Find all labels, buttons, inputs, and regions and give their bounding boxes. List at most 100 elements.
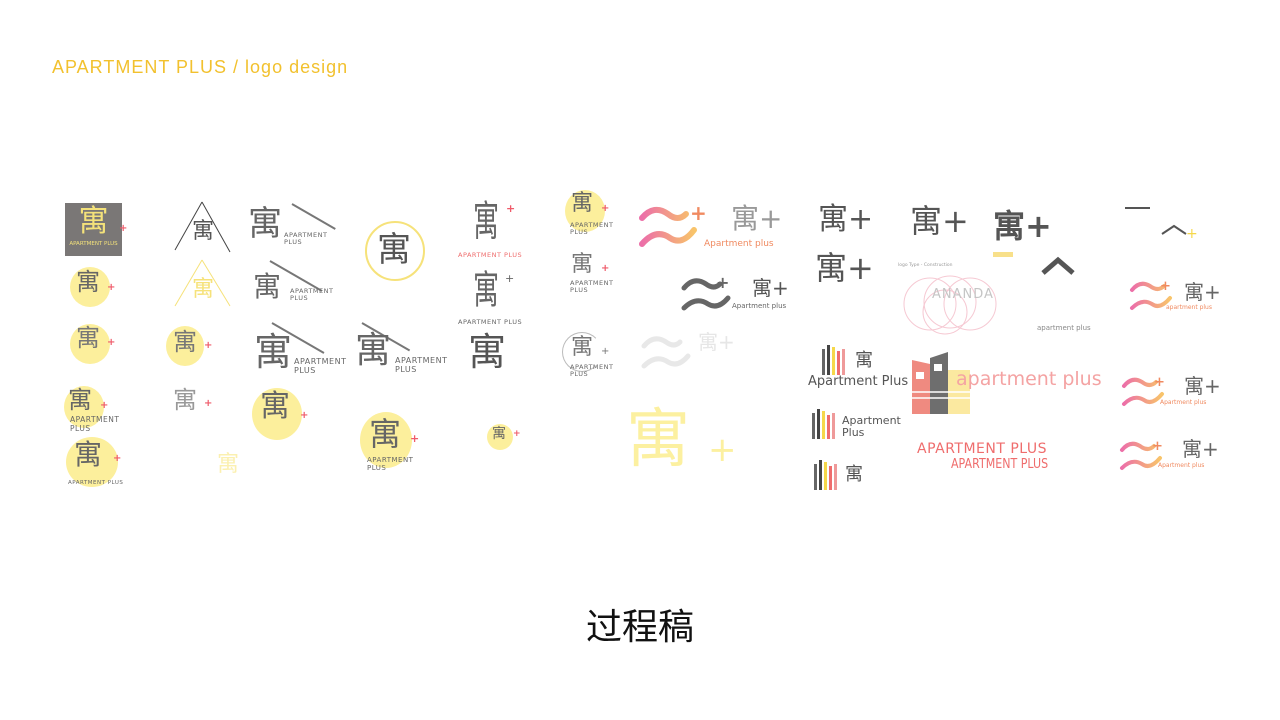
- svg-text:+: +: [1154, 375, 1165, 390]
- logo-char: 寓: [492, 426, 506, 442]
- logo-name: Apartment plus: [1158, 462, 1205, 469]
- logo-name-line2: Plus: [842, 425, 865, 439]
- bar-mark: [814, 460, 837, 490]
- logo-char: 寓: [377, 230, 411, 270]
- logo-char-plus: 寓+: [752, 276, 789, 300]
- plus-mark: +: [506, 202, 516, 215]
- logo-name-line2: PLUS: [570, 370, 589, 379]
- logo-name-line1: APARTMENT: [294, 357, 347, 366]
- svg-text:+: +: [1160, 279, 1171, 294]
- logo-name-line1: APARTMENT: [290, 287, 334, 295]
- logo-char: 寓: [78, 204, 109, 239]
- svg-text:+: +: [1152, 439, 1163, 454]
- logo-name-line1: APARTMENT: [570, 279, 614, 287]
- wave-mark-gray: +: [681, 273, 731, 311]
- logo-name-line1: APARTMENT: [70, 415, 120, 424]
- logo-char: 寓: [571, 335, 594, 360]
- logo-yellow-circle: [64, 386, 104, 428]
- logo-yellow-circle: [66, 437, 118, 487]
- logo-yellow-circle: [70, 324, 110, 364]
- svg-text:+: +: [716, 273, 729, 292]
- caret-mark-partial: +: [1125, 207, 1198, 242]
- wave-mark-pink: +: [1122, 375, 1165, 406]
- wave-mark-faint: [641, 336, 691, 369]
- logo-dark-square: 寓 APARTMENT PLUS: [65, 203, 122, 256]
- svg-text:寓: 寓: [192, 277, 214, 302]
- bar-mark: [822, 345, 845, 375]
- plus-mark: +: [601, 203, 610, 214]
- svg-text:+: +: [690, 201, 707, 225]
- plus-mark: +: [708, 430, 737, 470]
- logo-char-plus: 寓+: [1184, 374, 1221, 398]
- logo-char: 寓: [468, 330, 507, 374]
- logo-name-line2: PLUS: [290, 294, 309, 303]
- logo-char: 寓: [76, 268, 100, 296]
- logo-name-line1: APARTMENT: [570, 221, 614, 229]
- plus-mark: +: [505, 272, 515, 285]
- logo-name-line1: APARTMENT: [367, 456, 414, 464]
- logo-name-line2: PLUS: [70, 423, 91, 433]
- logo-char: 寓: [68, 386, 92, 414]
- logo-circle-outline: [365, 221, 425, 281]
- logo-yellow-circle: [252, 388, 302, 440]
- plus-mark: +: [100, 400, 109, 411]
- logo-char-plus: 寓+: [1182, 437, 1219, 461]
- logo-yellow-circle: [70, 267, 110, 307]
- logo-char: 寓: [473, 269, 500, 314]
- logo-yellow-circle: [565, 190, 605, 232]
- caret-mark: [1041, 256, 1075, 275]
- construction-label: logo Type - Construction: [898, 263, 953, 268]
- diagonal-line: [291, 203, 336, 230]
- logo-name-line1: APARTMENT: [284, 231, 328, 239]
- ananda-wordmark: ANANDA: [932, 287, 994, 302]
- plus-mark: +: [113, 453, 122, 464]
- bar-mark: [812, 409, 835, 439]
- logo-triangle-gray: 寓: [174, 201, 231, 253]
- logo-name-condensed: APARTMENT PLUS: [951, 457, 1049, 472]
- wave-mark-pink: +: [1130, 279, 1172, 310]
- logo-name: apartment plus: [1166, 304, 1212, 311]
- logo-char: 寓: [253, 270, 282, 303]
- logo-name-line1: APARTMENT: [570, 363, 614, 371]
- logo-char: 寓: [74, 438, 103, 471]
- svg-text:寓: 寓: [192, 219, 214, 244]
- logo-char-plus: 寓+: [698, 330, 735, 354]
- plus-mark: +: [300, 410, 309, 421]
- logo-char: 寓: [369, 415, 402, 453]
- plus-mark: +: [107, 337, 116, 348]
- plus-mark: +: [204, 398, 213, 409]
- logo-yellow-circle: [487, 424, 513, 450]
- wave-mark-pink: +: [1120, 439, 1163, 470]
- logo-char: 寓: [473, 198, 500, 247]
- logo-name: apartment plus: [1037, 324, 1091, 332]
- logo-yellow-circle: [360, 412, 412, 468]
- plus-mark: +: [119, 223, 128, 234]
- logo-char: 寓: [248, 204, 282, 244]
- logo-char: 寓: [173, 386, 197, 414]
- logo-char-plus: 寓+: [1184, 280, 1221, 304]
- logo-triangle-yellow: 寓: [174, 259, 231, 307]
- logo-name: APARTMENT PLUS: [458, 251, 523, 259]
- logo-char-faint: 寓: [217, 452, 240, 477]
- logo-char: 寓: [845, 464, 863, 485]
- logo-char-plus: 寓+: [731, 202, 783, 235]
- logo-char: 寓: [355, 330, 392, 371]
- plus-mark: +: [107, 282, 116, 293]
- plus-mark: +: [513, 429, 521, 439]
- caption: 过程稿: [585, 607, 694, 648]
- logo-name-line2: PLUS: [570, 228, 589, 237]
- logo-char-plus: 寓+: [818, 202, 874, 237]
- logo-char: 寓: [855, 350, 873, 371]
- logo-name-line2: PLUS: [367, 464, 387, 473]
- logo-char: 寓: [254, 330, 293, 374]
- color-swatch: [993, 252, 1013, 257]
- building-mark: [912, 352, 970, 414]
- logo-name-line2: PLUS: [570, 286, 589, 295]
